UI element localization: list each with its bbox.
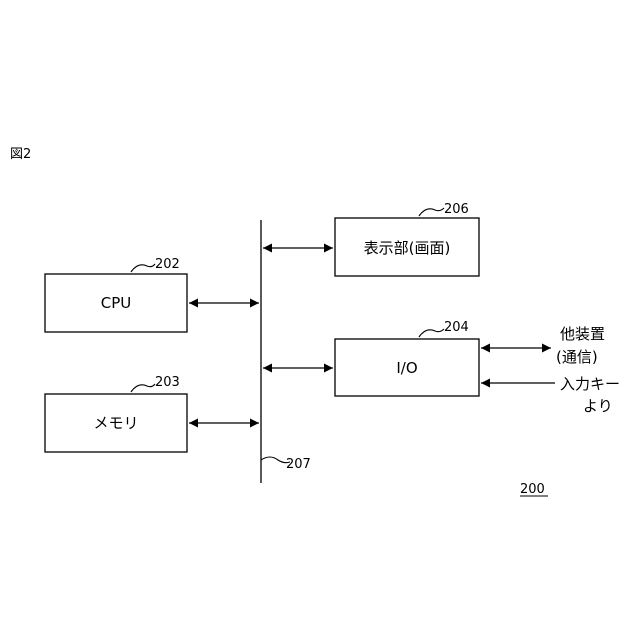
display-ref-leader [419, 208, 444, 216]
io-label: I/O [396, 359, 417, 377]
other-device-label: 他装置 [560, 325, 605, 343]
figure-label: 図2 [10, 147, 31, 162]
cpu-label: CPU [101, 294, 132, 312]
system-ref-number: 200 [520, 482, 545, 497]
cpu-ref-number: 202 [155, 257, 180, 272]
memory-ref-number: 203 [155, 375, 180, 390]
memory-ref-leader [131, 384, 155, 392]
bus-ref-number: 207 [286, 457, 311, 472]
io-ref-leader [419, 329, 444, 337]
input-key-label: 入力キー [560, 375, 620, 393]
cpu-ref-leader [131, 264, 155, 272]
io-ref-number: 204 [444, 320, 469, 335]
input-from-label: より [583, 397, 613, 415]
memory-label: メモリ [93, 414, 138, 432]
display-ref-number: 206 [444, 202, 469, 217]
display-label: 表示部(画面) [364, 239, 451, 257]
communication-label: (通信) [556, 348, 598, 366]
